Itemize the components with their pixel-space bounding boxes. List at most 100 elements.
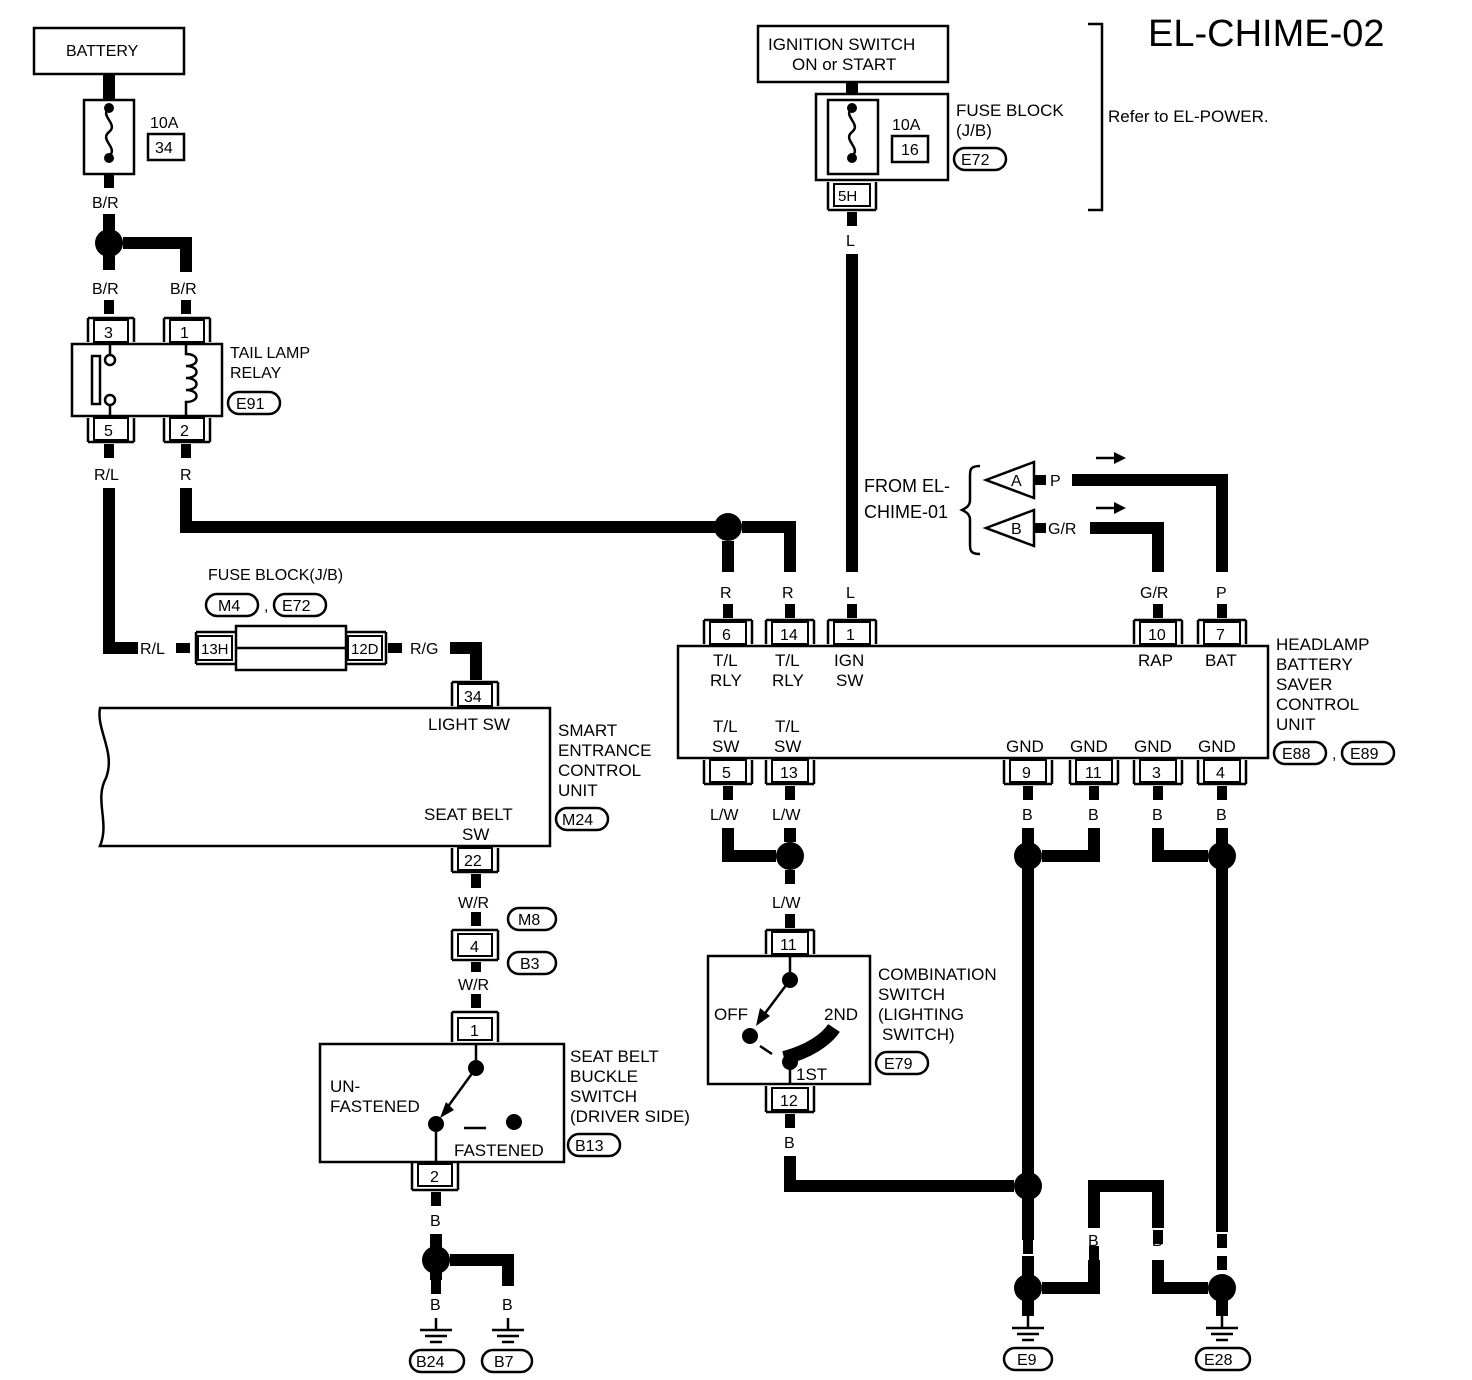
splice-dot [1208,1274,1236,1302]
hbs-top-l1-1: IGN [834,651,864,670]
sb-ground-wire: B [430,1213,441,1230]
hbs-pin-11: 11 [1085,765,1102,782]
seat-belt-buckle-switch: 1 UN- FASTENED FASTENED SEAT BELT BUCKLE… [318,1010,690,1192]
relay-pin-5: 5 [104,423,113,440]
hbs-conn-1: E88 [1282,746,1311,763]
combo-label-2: SWITCH [878,985,945,1004]
combo-connector: E79 [884,1056,913,1073]
hbs-pin-10: 10 [1148,627,1166,644]
hbs-bot-l1-3: GND [1134,737,1172,756]
sb-ground-wire-2: B [430,1297,441,1314]
hbs-top-l1-14: T/L [775,651,800,670]
relay-pin-1: 1 [180,325,189,342]
hbs-pin-14: 14 [780,627,798,644]
gnd-wire-1: B [1022,1233,1033,1250]
relay-wire-1: B/R [170,281,197,298]
sb-unfastened-2: FASTENED [330,1097,420,1116]
jb-fuse-label: FUSE BLOCK(J/B) [208,567,343,584]
jb-fuse-block: FUSE BLOCK(J/B) M4 , E72 13H 12D [194,567,388,672]
sb-connector: B13 [575,1138,604,1155]
relay-wire-5: R/L [94,467,119,484]
chime-wire-a: P [1050,473,1061,490]
hbs-bot-l1-5: T/L [713,717,738,736]
hbs-bot-l1-13: T/L [775,717,800,736]
sb-ground-2: B7 [494,1354,514,1371]
ground-icon [1206,1316,1238,1342]
secu-pin-top-label: LIGHT SW [428,715,510,734]
smart-entrance-control-unit: 34 LIGHT SW SEAT BELT SW SMART ENTRANCE … [98,680,652,874]
ign-connector: E72 [961,152,990,169]
secu-label-4: UNIT [558,781,598,800]
combo-wire-in: L/W [772,895,801,912]
ign-refer: Refer to EL-POWER. [1108,107,1269,126]
hbs-bot-l1-4: GND [1198,737,1236,756]
sb-ground-wire-3: B [502,1297,513,1314]
combo-pin-out: 12 [780,1093,798,1110]
gnd-e28: E28 [1204,1352,1233,1369]
jb-pin-left: 13H [201,641,229,658]
relay-coil-icon [184,344,198,416]
battery-block: BATTERY 10A 34 B/R [32,26,186,212]
hbs-top-l1-7: BAT [1205,651,1237,670]
splice-dot [95,229,123,257]
hbs-pin-1: 1 [846,627,855,644]
hbs-label-3: SAVER [1276,675,1332,694]
headlamp-battery-saver-unit: R R L G/R P 6 14 1 10 7 T/L RLY T/L RLY … [676,585,1396,786]
connector-a-icon [982,460,1036,500]
splice-dot [776,842,804,870]
secu-pin-bottom: 22 [464,853,482,870]
fuse-icon [104,107,114,157]
sb-inline-pin: 4 [470,939,479,956]
gnd-wire-2: B [1088,1233,1099,1250]
hbs-bot-wire-11: B [1088,807,1099,824]
from-chime-01: FROM EL- CHIME-01 A B P G/R [864,452,1126,556]
connector-b-icon [982,508,1036,548]
hbs-bot-wire-9: B [1022,807,1033,824]
ground-icon [420,1318,452,1344]
sb-label-3: SWITCH [570,1087,637,1106]
hbs-top-wire-7: P [1216,585,1227,602]
hbs-top-wire-14: R [782,585,794,602]
combo-off: OFF [714,1005,748,1024]
hbs-bot-l2-13: SW [774,737,801,756]
chime-a: A [1011,473,1022,490]
sb-wire-1: W/R [458,895,489,912]
secu-connector: M24 [562,812,593,829]
hbs-top-wire-6: R [720,585,732,602]
ign-fuse-amp: 10A [892,117,921,134]
relay-contact-icon [90,354,102,406]
secu-label-1: SMART [558,721,617,740]
hbs-pin-13: 13 [780,765,798,782]
sb-ground-1: B24 [416,1354,445,1371]
splice-dot [1014,842,1042,870]
sb-pin-out: 2 [430,1169,439,1186]
combo-wire-out: B [784,1135,795,1152]
hbs-bot-wire-4: B [1216,807,1227,824]
ign-pin: 5H [838,188,857,205]
battery-label: BATTERY [66,43,139,60]
sb-unfastened-1: UN- [330,1077,360,1096]
ign-label-1: IGNITION SWITCH [768,35,915,54]
ground-icon [492,1318,524,1344]
gnd-e9: E9 [1017,1352,1037,1369]
hbs-sep: , [1332,746,1336,763]
hbs-bot-wire-13: L/W [772,807,801,824]
hbs-bot-wire-5: L/W [710,807,739,824]
relay-pin-3: 3 [104,325,113,342]
ign-fuse-block-1: FUSE BLOCK [956,101,1064,120]
relay-label-1: TAIL LAMP [230,345,310,362]
splice-dot [422,1246,450,1274]
secu-label-3: CONTROL [558,761,641,780]
combo-label-3: (LIGHTING [878,1005,964,1024]
ground-icon [1012,1316,1044,1342]
combo-second: 2ND [824,1005,858,1024]
ign-fuse-block-2: (J/B) [956,121,992,140]
relay-pin-2: 2 [180,423,189,440]
hbs-conn-2: E89 [1350,746,1379,763]
sb-wire-2: W/R [458,977,489,994]
sb-fastened: FASTENED [454,1141,544,1160]
combo-pin-in: 11 [780,937,797,954]
hbs-bot-l1-11: GND [1070,737,1108,756]
ignition-block: IGNITION SWITCH ON or START 10A 16 5H FU… [756,22,1269,212]
